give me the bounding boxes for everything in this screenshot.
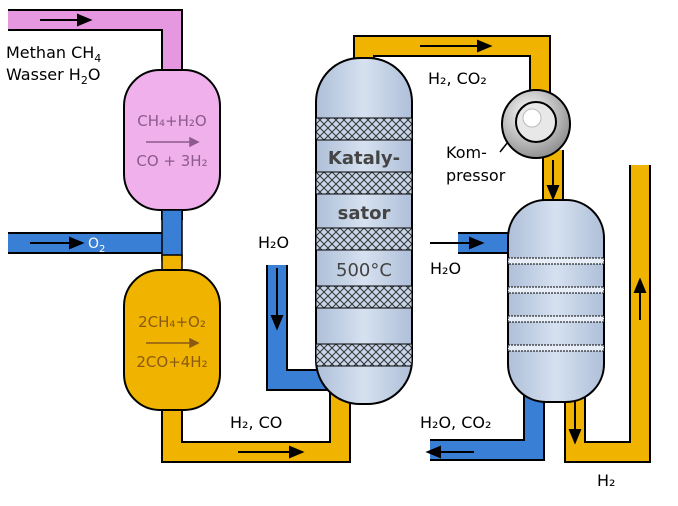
arrow-syngas — [238, 445, 305, 459]
arrow-water-right — [430, 236, 485, 250]
arrow-oxygen — [30, 236, 85, 250]
catalyst-temperature: 500°C — [336, 260, 392, 281]
oxidation-reaction-in: 2CH₄+O₂ — [138, 313, 206, 331]
arrow-waste — [425, 445, 474, 459]
reformer-reaction-in: CH₄+H₂O — [137, 112, 206, 130]
oxidation-arrow — [146, 337, 200, 349]
reformer-arrow — [146, 136, 200, 148]
catalyst-label-1: Kataly- — [328, 148, 400, 169]
oxidation-reaction-out: 2CO+4H₂ — [136, 353, 207, 371]
reformer-reaction-out: CO + 3H₂ — [136, 152, 207, 170]
partial-oxidation-reactor: 2CH₄+O₂ 2CO+4H₂ — [123, 269, 221, 411]
shift-gas-label: H₂, CO₂ — [428, 69, 487, 88]
waste-label: H₂O, CO₂ — [420, 413, 491, 432]
arrow-water-left — [270, 268, 284, 331]
oxygen-label: O2 — [88, 236, 105, 255]
compressor-label-2: pressor — [446, 166, 506, 185]
catalyst-tower: Kataly- sator 500°C — [315, 57, 413, 405]
water-label-right: H₂O — [430, 259, 461, 278]
arrow-hydrogen-down — [568, 398, 582, 445]
arrow-compressor-out — [546, 160, 560, 201]
absorber-column — [507, 199, 605, 403]
water-label: Wasser H2O — [6, 65, 100, 87]
arrow-hydrogen-up — [633, 277, 647, 320]
arrow-feed — [40, 13, 93, 27]
arrow-shift-gas — [420, 39, 493, 53]
syngas-label: H₂, CO — [230, 413, 282, 432]
steam-reformer: CH₄+H₂O CO + 3H₂ — [123, 69, 221, 211]
water-label-left: H₂O — [258, 233, 289, 252]
compressor-label-1: Kom- — [446, 143, 487, 162]
compressor — [499, 89, 571, 159]
stream-labels: Methan CH4 Wasser H2O O2 H₂, CO H₂, CO₂ … — [6, 43, 615, 490]
methane-label: Methan CH4 — [6, 43, 101, 65]
catalyst-label-2: sator — [338, 203, 391, 224]
hydrogen-label: H₂ — [597, 471, 615, 490]
flow-arrows — [30, 13, 647, 459]
